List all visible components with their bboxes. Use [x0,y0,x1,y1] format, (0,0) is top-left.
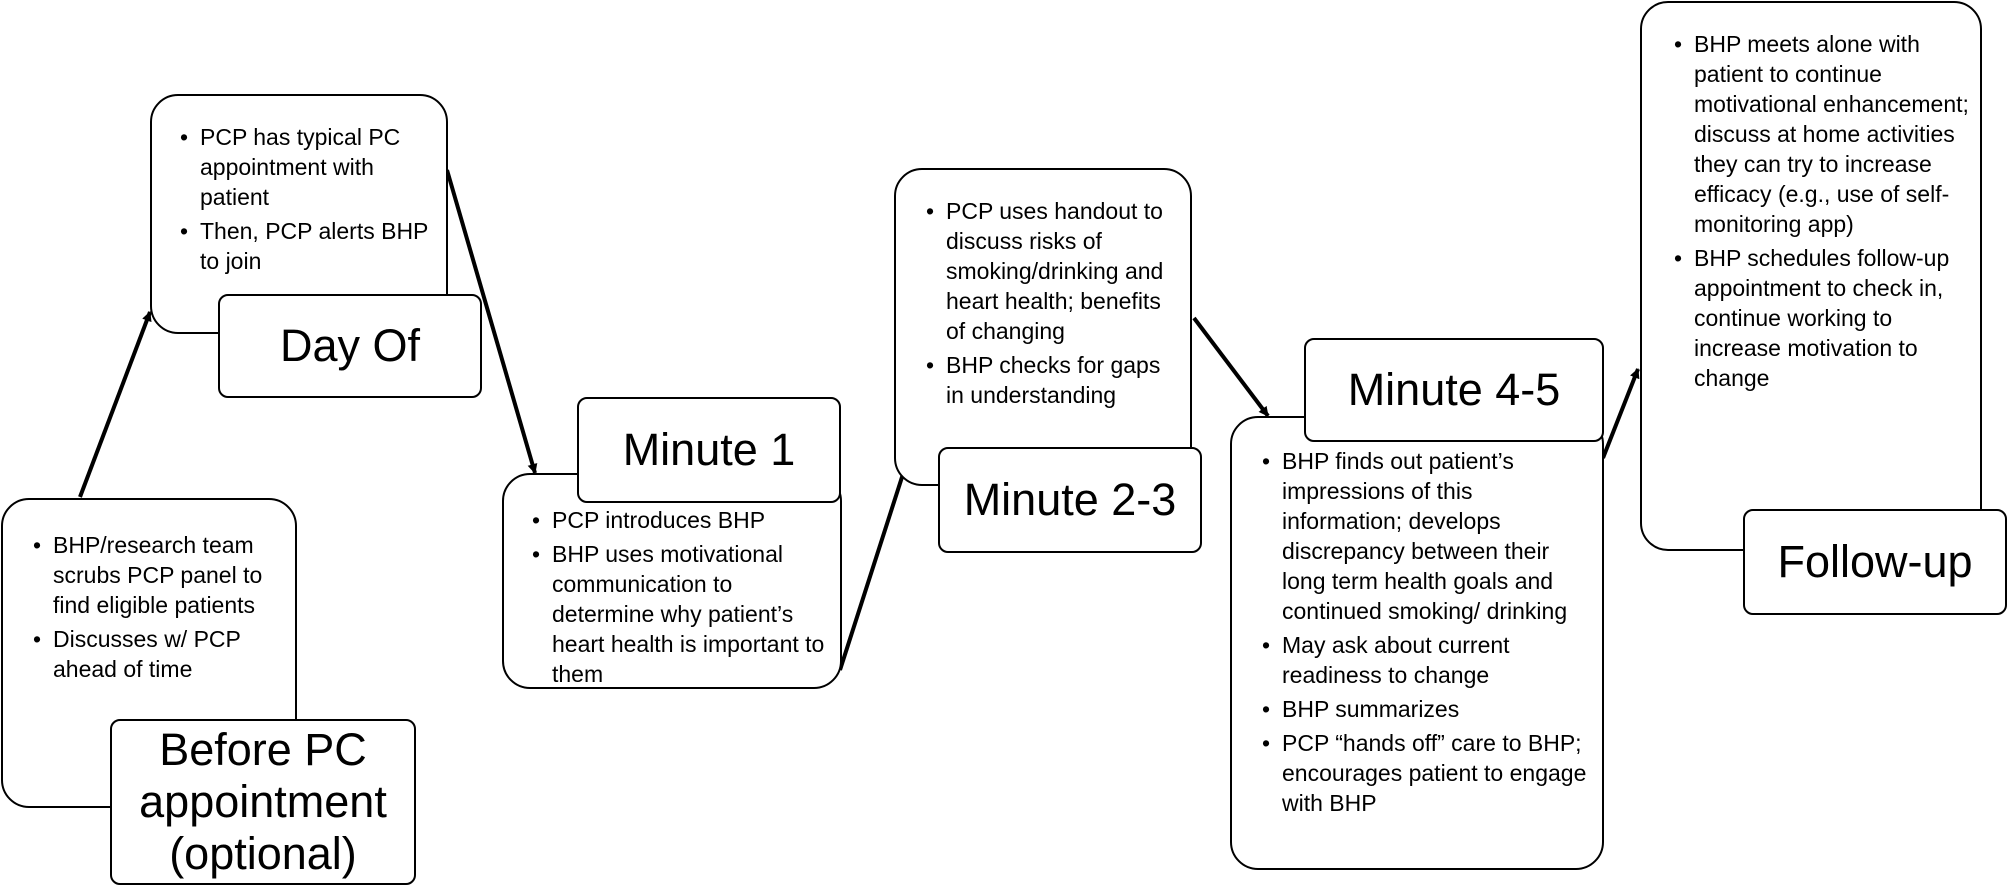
bullet: BHP schedules follow-up appointment to c… [1672,243,1970,393]
bullet: May ask about current readiness to chang… [1260,630,1592,690]
stage-before-label: Before PC appointment (optional) [110,719,416,885]
stage-before-bullets: BHP/research team scrubs PCP panel to fi… [31,530,285,684]
bullet: Discusses w/ PCP ahead of time [31,624,285,684]
stage-day-of-bullets: PCP has typical PC appointment with pati… [178,122,436,276]
stage-day-of-label: Day Of [218,294,482,398]
stage-follow-up-label: Follow-up [1743,509,2007,615]
arrow-minute-2-3-to-minute-4-5 [1192,316,1270,418]
bullet: PCP introduces BHP [530,505,830,535]
bullet: BHP uses motivational communication to d… [530,539,830,689]
arrow-day-of-to-minute-1 [445,169,538,474]
stage-minute-2-3-box: PCP uses handout to discuss risks of smo… [894,168,1192,486]
stage-minute-1-label: Minute 1 [577,397,841,503]
bullet: PCP has typical PC appointment with pati… [178,122,436,212]
stage-minute-4-5-label: Minute 4-5 [1304,338,1604,442]
bullet: BHP meets alone with patient to continue… [1672,29,1970,239]
stage-minute-4-5-box: BHP finds out patient’s impressions of t… [1230,416,1604,870]
arrow-minute-4-5-to-follow-up [1601,368,1640,459]
bullet: BHP checks for gaps in understanding [924,350,1180,410]
arrow-before-to-day-of [78,311,152,498]
stage-minute-1-box: PCP introduces BHP BHP uses motivational… [502,473,842,689]
bullet: BHP/research team scrubs PCP panel to fi… [31,530,285,620]
stage-minute-2-3-label: Minute 2-3 [938,447,1202,553]
stage-before-box: BHP/research team scrubs PCP panel to fi… [1,498,297,808]
stage-minute-2-3-bullets: PCP uses handout to discuss risks of smo… [924,196,1180,410]
arrow-minute-1-to-minute-2-3 [838,445,915,671]
bullet: BHP finds out patient’s impressions of t… [1260,446,1592,626]
stage-minute-1-bullets: PCP introduces BHP BHP uses motivational… [530,505,830,689]
bullet: PCP “hands off” care to BHP; encourages … [1260,728,1592,818]
stage-follow-up-box: BHP meets alone with patient to continue… [1640,1,1982,551]
bullet: Then, PCP alerts BHP to join [178,216,436,276]
stage-follow-up-bullets: BHP meets alone with patient to continue… [1672,29,1970,393]
stage-minute-4-5-bullets: BHP finds out patient’s impressions of t… [1260,446,1592,818]
bullet: BHP summarizes [1260,694,1592,724]
bullet: PCP uses handout to discuss risks of smo… [924,196,1180,346]
